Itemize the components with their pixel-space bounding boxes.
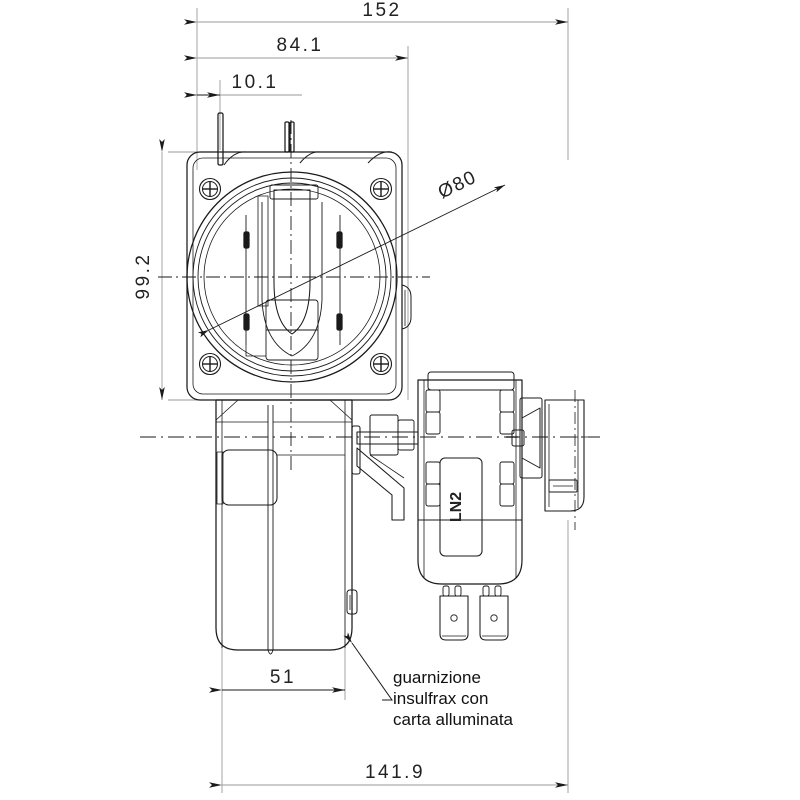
dimension-141-9: 141.9 xyxy=(209,762,568,788)
cross-slot-screw-icon xyxy=(369,177,393,201)
motor-end-bell xyxy=(544,399,585,512)
leader-line-icon xyxy=(343,632,393,701)
assembly-geometry xyxy=(186,112,585,655)
bore-ribs xyxy=(243,231,343,331)
dimension-152-text: 152 xyxy=(362,0,401,21)
motor-assembly xyxy=(351,371,585,641)
dimension-10-1-text: 10.1 xyxy=(232,72,279,93)
flange-screws xyxy=(198,177,393,376)
bore-circles xyxy=(186,171,398,383)
dimension-99-2: 99.2 xyxy=(133,139,165,400)
dimension-99-2-text: 99.2 xyxy=(133,253,154,300)
dimension-10-1: 10.1 xyxy=(184,72,302,98)
spade-terminal-icon xyxy=(479,585,509,641)
cross-slot-screw-icon xyxy=(198,177,222,201)
gasket-annotation: guarnizione insulfrax con carta allumina… xyxy=(343,632,514,729)
shaft-coupling xyxy=(369,414,415,456)
spade-terminal-icon xyxy=(439,585,469,641)
dimension-141-9-text: 141.9 xyxy=(365,762,425,783)
dimension-51-text: 51 xyxy=(270,667,296,688)
motor-tag-label: LN2 xyxy=(448,492,465,522)
dimension-51: 51 xyxy=(209,667,345,693)
dimension-84-1: 84.1 xyxy=(184,35,408,61)
annotation-line-1: guarnizione xyxy=(393,668,481,687)
blower-housing xyxy=(215,399,358,655)
annotation-line-2: insulfrax con xyxy=(393,689,488,708)
annotation-line-3: carta alluminata xyxy=(393,710,514,729)
dimension-84-1-text: 84.1 xyxy=(277,35,324,56)
cross-slot-screw-icon xyxy=(198,352,222,376)
motor-bracket xyxy=(427,371,543,479)
flange-side-lug xyxy=(401,284,412,330)
dimension-152: 152 xyxy=(184,0,568,25)
motor-terminals xyxy=(439,585,509,641)
cross-slot-screw-icon xyxy=(369,352,393,376)
